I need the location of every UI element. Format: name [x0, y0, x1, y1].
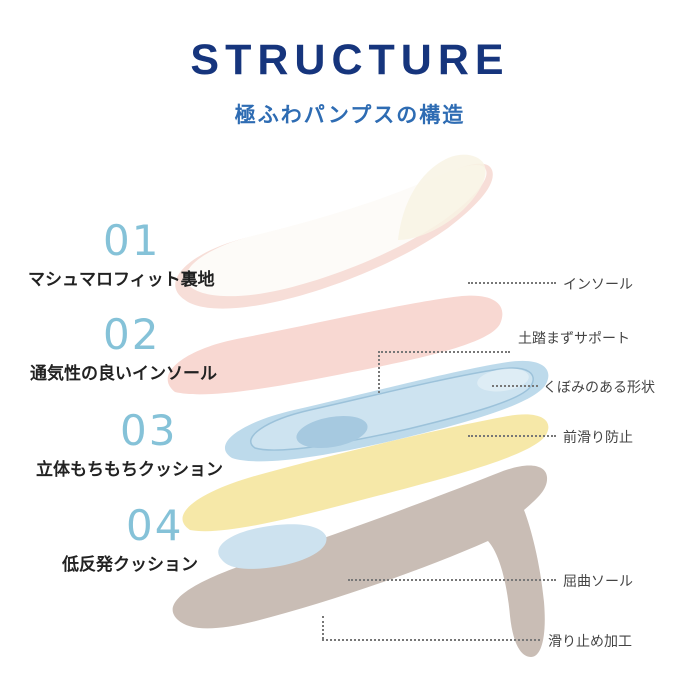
leader-line-arch-support-vertical: [378, 351, 380, 393]
leader-line-recessed-shape: [492, 385, 538, 387]
feature-label: マシュマロフィット裏地: [28, 270, 215, 290]
callout-arch-support: 土踏まずサポート: [518, 330, 630, 346]
leader-line-arch-support: [378, 351, 510, 353]
callout-flex-sole: 屈曲ソール: [563, 573, 633, 589]
feature-03-mochi-cushion: 03 立体もちもちクッション: [36, 406, 223, 480]
leader-line-nonslip-finish-vertical: [322, 616, 324, 639]
leader-line-nonslip-finish: [322, 639, 540, 641]
feature-label: 低反発クッション: [62, 555, 198, 575]
callout-recessed-shape: くぼみのある形状: [543, 379, 655, 395]
page-title: STRUCTURE: [190, 36, 510, 84]
feature-number: 01: [103, 216, 161, 265]
feature-04-memory-foam: 04 低反発クッション: [62, 501, 198, 575]
leader-line-anti-slide: [468, 435, 556, 437]
shoe-heel-counter: [398, 154, 486, 240]
feature-number: 04: [126, 501, 184, 550]
toe-pad-layer: [218, 524, 327, 569]
outsole-pump-layer: [172, 465, 548, 657]
memory-foam-layer: [182, 414, 549, 532]
page-subtitle: 極ふわパンプスの構造: [234, 104, 466, 127]
leader-line-flex-sole: [348, 579, 556, 581]
feature-number: 03: [120, 406, 178, 455]
leader-line-insole: [468, 282, 556, 284]
cushion-recess: [296, 415, 368, 449]
feature-01-marshmallow-lining: 01 マシュマロフィット裏地: [28, 216, 215, 290]
callout-insole: インソール: [563, 276, 633, 292]
insole-layer: [167, 295, 503, 395]
feature-02-breathable-insole: 02 通気性の良いインソール: [30, 310, 217, 384]
callout-nonslip-finish: 滑り止め加工: [548, 633, 632, 649]
feature-label: 立体もちもちクッション: [36, 460, 223, 480]
feature-number: 02: [103, 310, 161, 359]
feature-label: 通気性の良いインソール: [30, 364, 217, 384]
callout-anti-slide: 前滑り防止: [563, 429, 633, 445]
